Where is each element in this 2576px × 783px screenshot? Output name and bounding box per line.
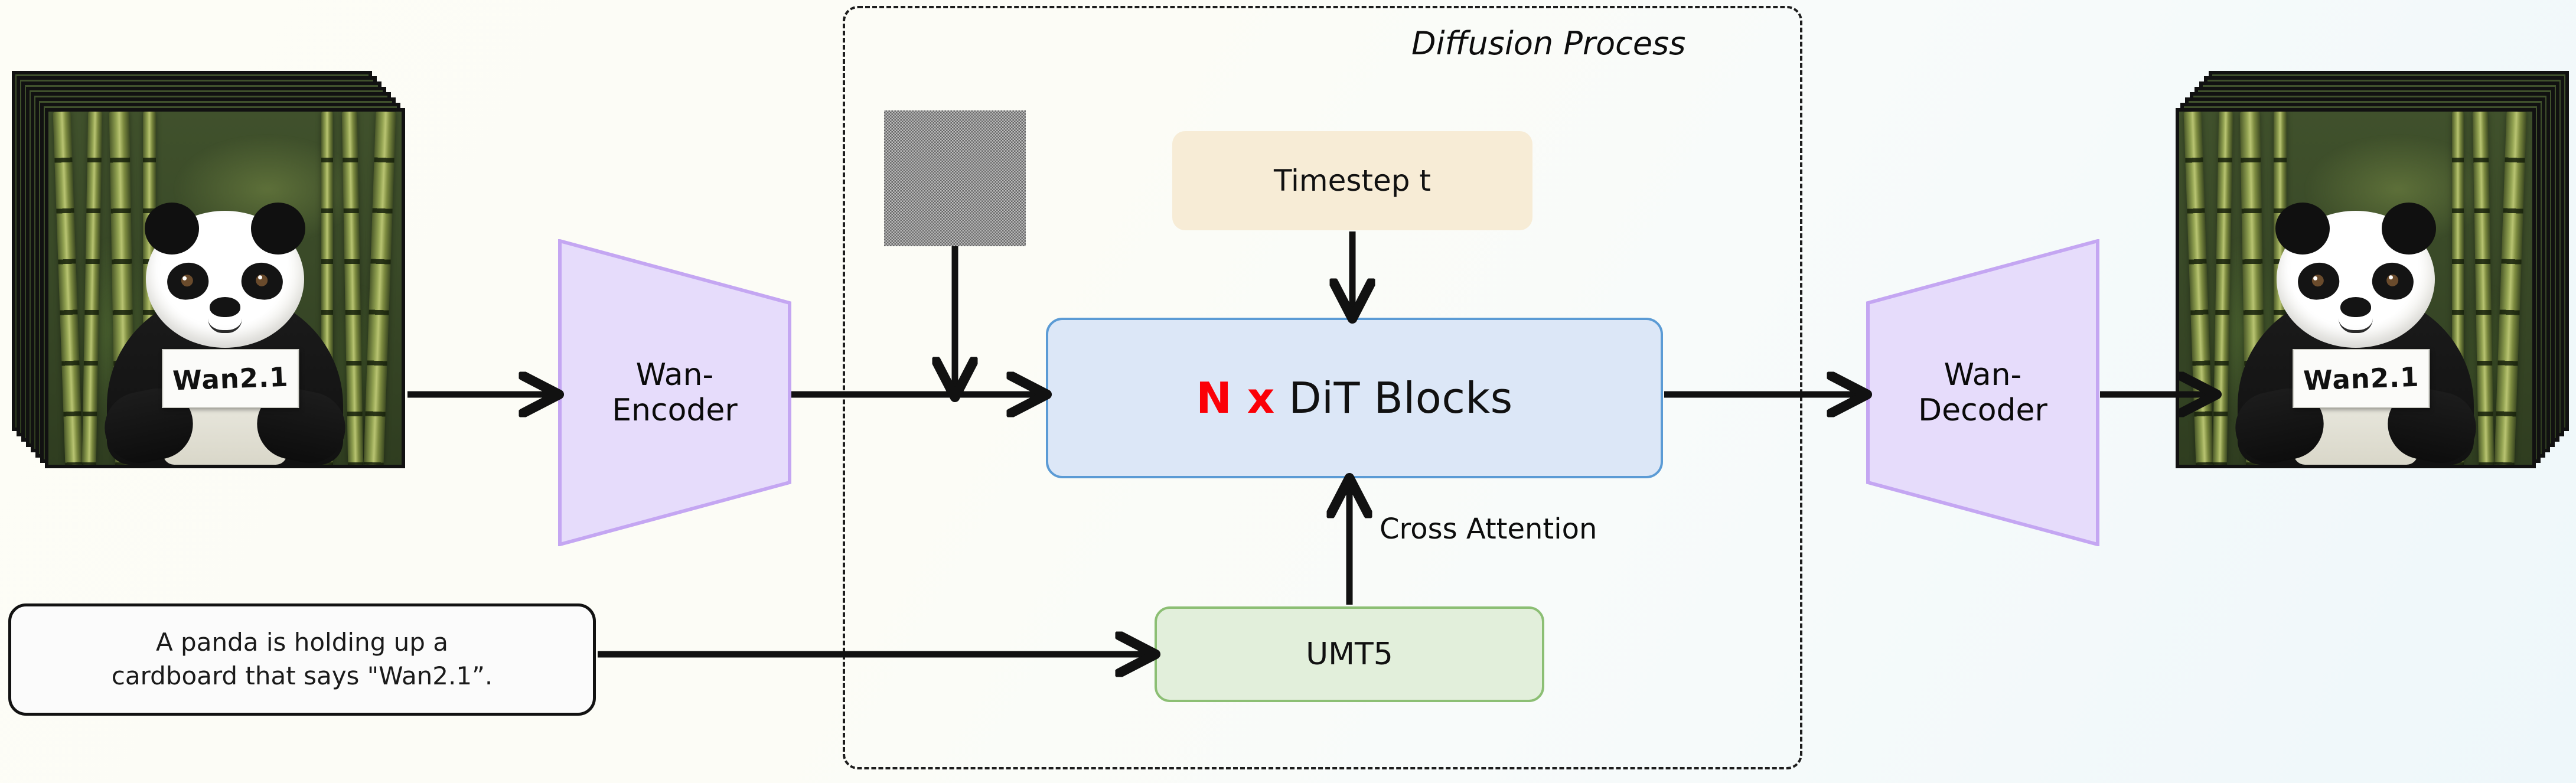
wan-encoder-label: Wan- Encoder [612,357,738,429]
decoder-shape [1866,239,2099,546]
panda-sign: Wan2.1 [2293,349,2430,408]
encoder-shape [558,239,791,546]
umt5-label: UMT5 [1306,637,1393,672]
wan-decoder-node[interactable]: Wan- Decoder [1866,239,2099,546]
video-frame-front: Wan2.1 [2176,108,2536,468]
timestep-label: Timestep t [1273,164,1431,198]
diffusion-process-title: Diffusion Process [1411,25,1686,62]
noise-latent-patch [884,110,1026,246]
dit-blocks-label: N x DiT Blocks [1196,373,1512,423]
panda-sign-text: Wan2.1 [2303,361,2420,396]
prompt-textbox[interactable]: A panda is holding up a cardboard that s… [8,603,596,716]
wan-decoder-label: Wan- Decoder [1918,357,2047,429]
input-video-stack: Wan2.1 [12,71,405,472]
wan-decoder-label-line1: Wan- [1944,357,2022,393]
dit-blocks-node[interactable]: N x DiT Blocks [1046,318,1663,478]
dit-repeat-times: x [1247,373,1275,423]
diffusion-process-region [843,6,1802,769]
dit-blocks-text: DiT Blocks [1289,373,1513,423]
prompt-line-1: A panda is holding up a [155,628,449,657]
video-frame-front: Wan2.1 [45,108,405,468]
wan-encoder-label-line2: Encoder [612,393,738,428]
panda-figure: Wan2.1 [2229,203,2483,465]
cross-attention-label: Cross Attention [1380,513,1597,546]
wan-encoder-label-line1: Wan- [635,357,714,393]
umt5-node[interactable]: UMT5 [1155,606,1544,702]
output-video-stack: Wan2.1 [2176,71,2569,472]
panda-sign-text: Wan2.1 [172,361,289,396]
panda-sign: Wan2.1 [162,349,299,408]
prompt-line-2: cardboard that says "Wan2.1”. [111,661,493,690]
wan-decoder-label-line2: Decoder [1918,393,2047,428]
timestep-node[interactable]: Timestep t [1172,131,1532,230]
panda-figure: Wan2.1 [98,203,352,465]
dit-repeat-count: N [1196,373,1232,423]
wan-encoder-node[interactable]: Wan- Encoder [558,239,791,546]
